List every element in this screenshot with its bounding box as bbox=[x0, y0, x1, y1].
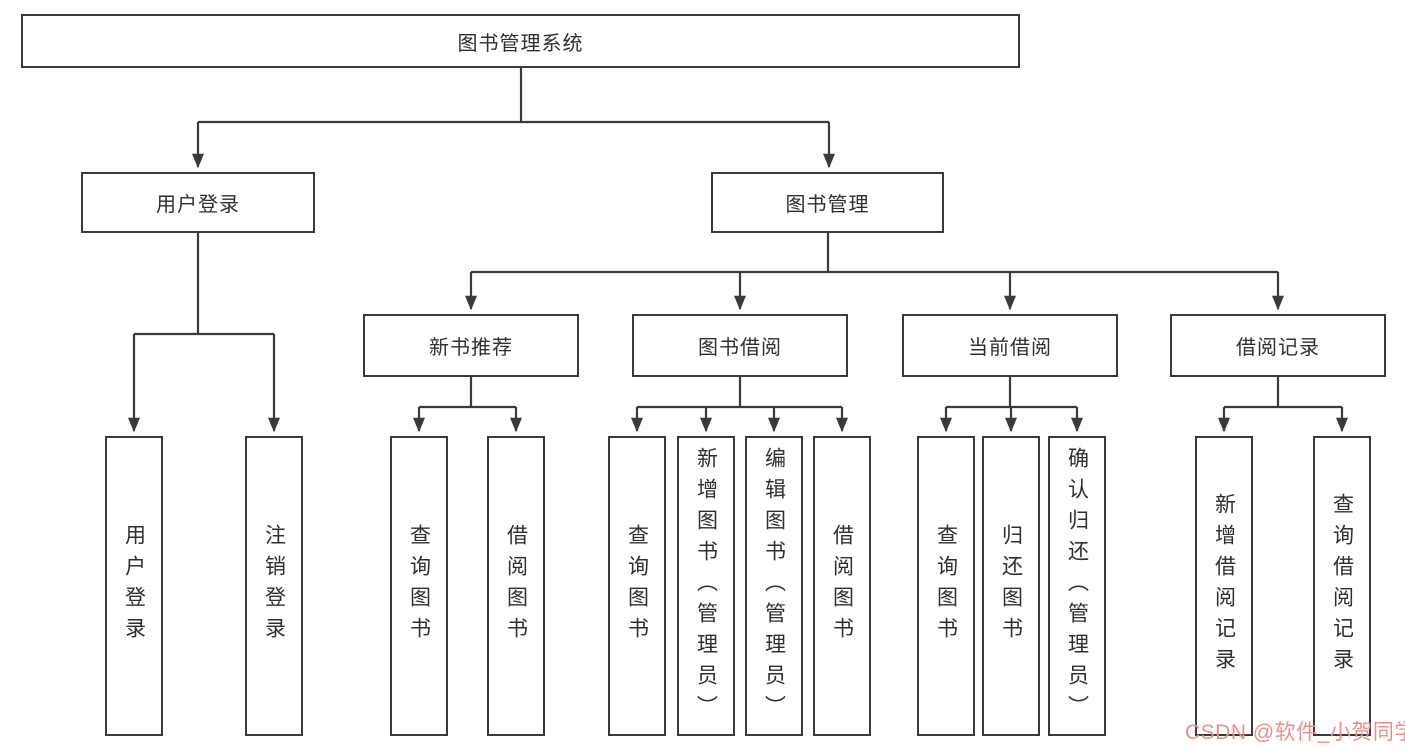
node-new-book-recommend: 新书推荐 bbox=[363, 314, 579, 377]
node-book-management: 图书管理 bbox=[711, 172, 944, 233]
leaf-confirm-return-admin: 确认归还（管理员） bbox=[1048, 436, 1106, 736]
leaf-query-books-2: 查询图书 bbox=[608, 436, 666, 736]
leaf-add-book-admin: 新增图书（管理员） bbox=[677, 436, 735, 736]
leaf-edit-book-admin: 编辑图书（管理员） bbox=[745, 436, 803, 736]
leaf-return-books: 归还图书 bbox=[982, 436, 1040, 736]
node-root: 图书管理系统 bbox=[21, 14, 1020, 68]
leaf-user-login: 用户登录 bbox=[105, 436, 163, 736]
connector-trunks bbox=[134, 68, 1342, 409]
leaf-borrow-books-2: 借阅图书 bbox=[813, 436, 871, 736]
leaf-add-borrow-record: 新增借阅记录 bbox=[1195, 436, 1253, 736]
leaf-query-books-1: 查询图书 bbox=[390, 436, 448, 736]
leaf-borrow-books-1: 借阅图书 bbox=[487, 436, 545, 736]
leaf-logout-login: 注销登录 bbox=[245, 436, 303, 736]
leaf-query-borrow-record: 查询借阅记录 bbox=[1313, 436, 1371, 736]
node-user-login: 用户登录 bbox=[81, 172, 315, 233]
watermark: CSDN @软件_小贺同学 bbox=[1185, 721, 1405, 744]
node-current-borrowing: 当前借阅 bbox=[902, 314, 1118, 377]
node-borrowing-records: 借阅记录 bbox=[1170, 314, 1386, 377]
node-book-borrowing: 图书借阅 bbox=[632, 314, 848, 377]
leaf-query-books-3: 查询图书 bbox=[917, 436, 975, 736]
